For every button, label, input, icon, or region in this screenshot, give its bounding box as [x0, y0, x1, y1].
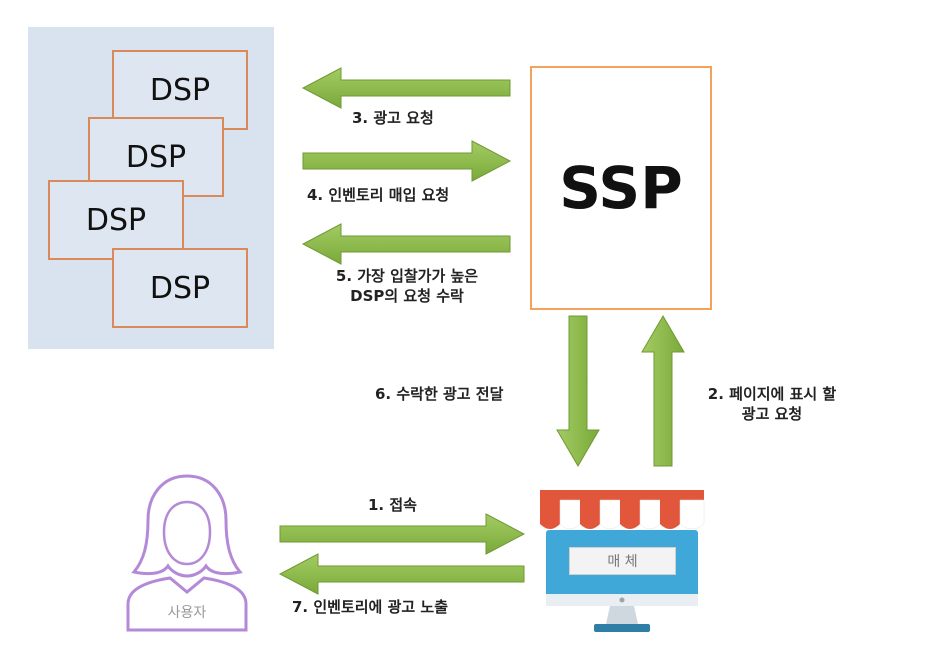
dsp-label: DSP [125, 139, 187, 175]
dsp-label: DSP [149, 270, 211, 306]
media-label: 매 체 [607, 554, 638, 570]
arrow-step-6 [556, 315, 600, 467]
step-2-line-1: 2. 페이지에 표시 할 [707, 385, 837, 403]
arrow-step-7 [278, 553, 525, 595]
user-silhouette-icon [126, 474, 248, 632]
arrow-step-5 [301, 223, 511, 265]
ssp-box: SSP [530, 66, 712, 310]
arrow-step-1 [279, 513, 526, 555]
dsp-box-4: DSP [112, 248, 248, 328]
step-5-label: 5. 가장 입찰가가 높은 DSP의 요청 수락 [302, 266, 512, 306]
step-6-label: 6. 수락한 광고 전달 [375, 385, 504, 403]
arrow-step-3 [301, 67, 511, 109]
step-4-label: 4. 인벤토리 매입 요청 [307, 186, 450, 204]
step-3-label: 3. 광고 요청 [352, 109, 434, 127]
arrow-step-4 [302, 140, 512, 182]
step-5-line-1: 5. 가장 입찰가가 높은 [335, 267, 479, 285]
ssp-label: SSP [559, 154, 683, 222]
dsp-label: DSP [149, 72, 211, 108]
arrow-step-2 [641, 315, 685, 467]
dsp-label: DSP [85, 202, 147, 238]
user-label: 사용자 [167, 605, 207, 621]
media-sign: 매 체 [569, 547, 676, 575]
step-2-line-2: 광고 요청 [741, 405, 803, 423]
step-5-line-2: DSP의 요청 수락 [350, 287, 464, 305]
step-2-label: 2. 페이지에 표시 할 광고 요청 [682, 384, 862, 424]
dsp-box-1: DSP [112, 50, 248, 130]
step-1-label: 1. 접속 [368, 496, 417, 514]
step-7-label: 7. 인벤토리에 광고 노출 [292, 598, 449, 616]
